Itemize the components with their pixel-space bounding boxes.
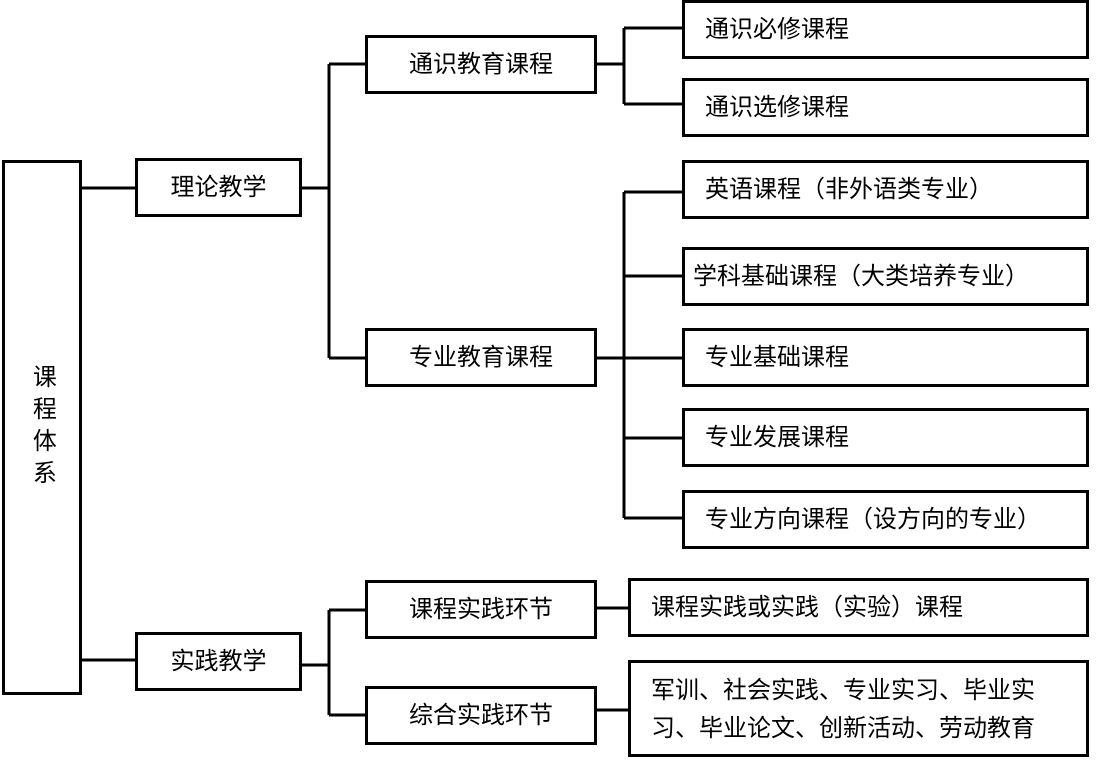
general-required-label: 通识必修课程 — [705, 15, 849, 44]
integrated-practice-label: 综合实践环节 — [409, 701, 553, 730]
major-edu-label: 专业教育课程 — [409, 343, 553, 372]
course-practice-box: 课程实践环节 — [365, 580, 597, 639]
theory-label: 理论教学 — [170, 173, 267, 202]
root-label: 课程体系 — [28, 363, 57, 492]
theory-box: 理论教学 — [135, 158, 302, 217]
general-elective-box: 通识选修课程 — [682, 78, 1089, 137]
major-basic-label: 专业基础课程 — [705, 343, 849, 372]
course-practice-detail-box: 课程实践或实践（实验）课程 — [628, 578, 1089, 637]
integrated-practice-line1: 军训、社会实践、专业实习、毕业实 — [651, 675, 1035, 704]
discipline-basic-box: 学科基础课程（大类培养专业） — [682, 247, 1089, 306]
integrated-practice-detail-text: 军训、社会实践、专业实习、毕业实 习、毕业论文、创新活动、劳动教育 — [651, 671, 1035, 747]
course-practice-label: 课程实践环节 — [409, 595, 553, 624]
general-elective-label: 通识选修课程 — [705, 93, 849, 122]
integrated-practice-detail-box: 军训、社会实践、专业实习、毕业实 习、毕业论文、创新活动、劳动教育 — [628, 660, 1089, 757]
major-development-label: 专业发展课程 — [705, 423, 849, 452]
english-box: 英语课程（非外语类专业） — [682, 160, 1089, 219]
english-label: 英语课程（非外语类专业） — [705, 175, 993, 204]
integrated-practice-box: 综合实践环节 — [365, 686, 597, 745]
general-required-box: 通识必修课程 — [682, 0, 1089, 59]
major-direction-label: 专业方向课程（设方向的专业） — [705, 505, 1041, 534]
major-edu-box: 专业教育课程 — [365, 328, 597, 387]
major-basic-box: 专业基础课程 — [682, 328, 1089, 387]
integrated-practice-line2: 习、毕业论文、创新活动、劳动教育 — [651, 713, 1035, 742]
major-development-box: 专业发展课程 — [682, 408, 1089, 467]
course-practice-detail-label: 课程实践或实践（实验）课程 — [651, 593, 963, 622]
root-box: 课程体系 — [2, 160, 82, 695]
practice-box: 实践教学 — [135, 632, 302, 691]
general-edu-box: 通识教育课程 — [365, 35, 597, 94]
discipline-basic-label: 学科基础课程（大类培养专业） — [693, 262, 1029, 291]
practice-label: 实践教学 — [170, 647, 267, 676]
general-edu-label: 通识教育课程 — [409, 50, 553, 79]
major-direction-box: 专业方向课程（设方向的专业） — [682, 490, 1089, 549]
